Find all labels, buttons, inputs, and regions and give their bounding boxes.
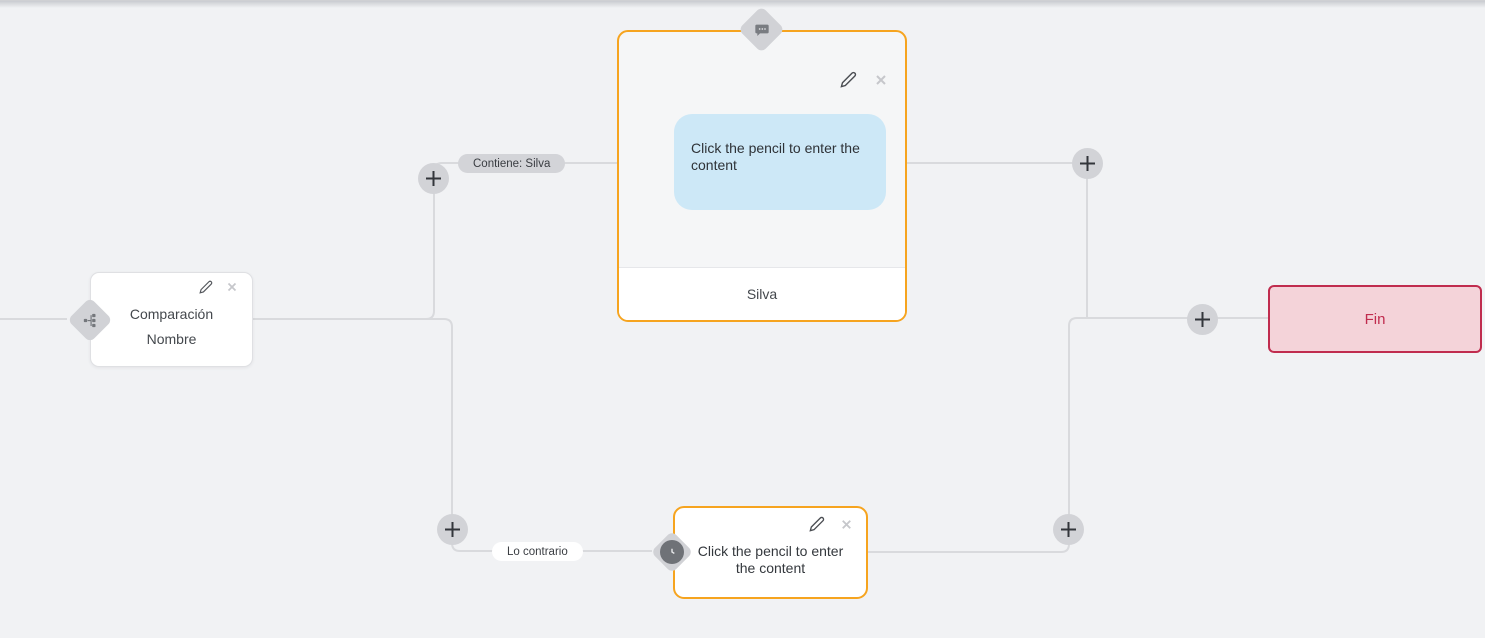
branch-icon [83, 313, 98, 328]
message-port[interactable] [738, 6, 785, 53]
edge-delay-to-end [868, 317, 1268, 553]
edge-label-match: Contiene: Silva [458, 154, 566, 173]
edge-message-to-junction [907, 162, 1088, 318]
edge-condition-to-delay [253, 318, 652, 552]
plus-icon [444, 521, 461, 538]
add-node-button-before-end[interactable] [1187, 304, 1218, 335]
clock-icon [660, 540, 684, 564]
plus-icon [1060, 521, 1077, 538]
add-node-button-bottom-left[interactable] [437, 514, 468, 545]
pencil-icon[interactable] [199, 280, 213, 294]
close-icon[interactable] [873, 72, 889, 88]
end-node[interactable]: Fin [1268, 285, 1482, 353]
condition-title: Comparación [129, 306, 214, 322]
message-bubble: Click the pencil to enter the content [674, 114, 886, 210]
close-icon[interactable] [839, 517, 854, 532]
condition-port[interactable] [67, 297, 113, 343]
chat-bubble-icon [754, 22, 770, 38]
message-footer: Silva [619, 267, 905, 320]
plus-icon [1194, 311, 1211, 328]
condition-node[interactable]: Comparación Nombre [67, 272, 253, 367]
message-node[interactable]: Click the pencil to enter the content Si… [617, 6, 907, 322]
edge-label-else: Lo contrario [492, 542, 583, 561]
add-node-button-bottom-right[interactable] [1053, 514, 1084, 545]
end-node-label: Fin [1364, 310, 1386, 328]
pencil-icon[interactable] [809, 516, 825, 532]
close-icon[interactable] [225, 280, 239, 294]
delay-placeholder-text: Click the pencil to enter the content [697, 542, 844, 576]
pencil-icon[interactable] [840, 71, 857, 88]
plus-icon [1079, 155, 1096, 172]
plus-icon [425, 170, 442, 187]
delay-port[interactable] [650, 530, 694, 574]
condition-subtitle: Nombre [146, 331, 197, 347]
add-node-button-top-left[interactable] [418, 163, 449, 194]
delay-node[interactable]: Click the pencil to enter the content [650, 506, 868, 599]
add-node-button-top-right[interactable] [1072, 148, 1103, 179]
